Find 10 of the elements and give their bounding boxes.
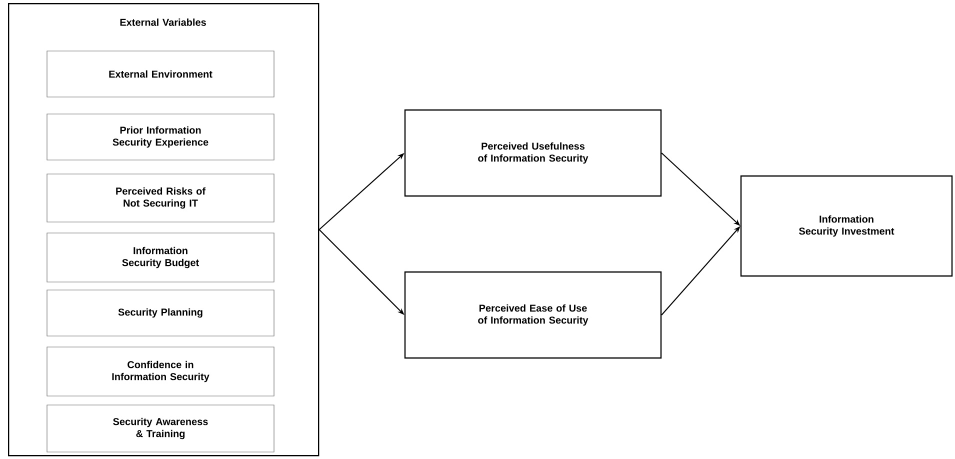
variable-box: Confidence in Information Security bbox=[46, 346, 274, 396]
construct-box: Perceived Usefulness of Information Security bbox=[404, 109, 662, 197]
variable-box: Perceived Risks of Not Securing IT bbox=[46, 174, 274, 222]
variable-box: Security Planning bbox=[46, 290, 274, 336]
construct-box: Perceived Ease of Use of Information Security bbox=[404, 271, 662, 359]
variable-box: Prior Information Security Experience bbox=[46, 114, 274, 160]
variable-box: External Environment bbox=[46, 50, 274, 98]
variable-box: Security Awareness & Training bbox=[46, 404, 274, 452]
variable-box: Information Security Budget bbox=[46, 232, 274, 282]
outcome-box: Information Security Investment bbox=[740, 175, 953, 277]
